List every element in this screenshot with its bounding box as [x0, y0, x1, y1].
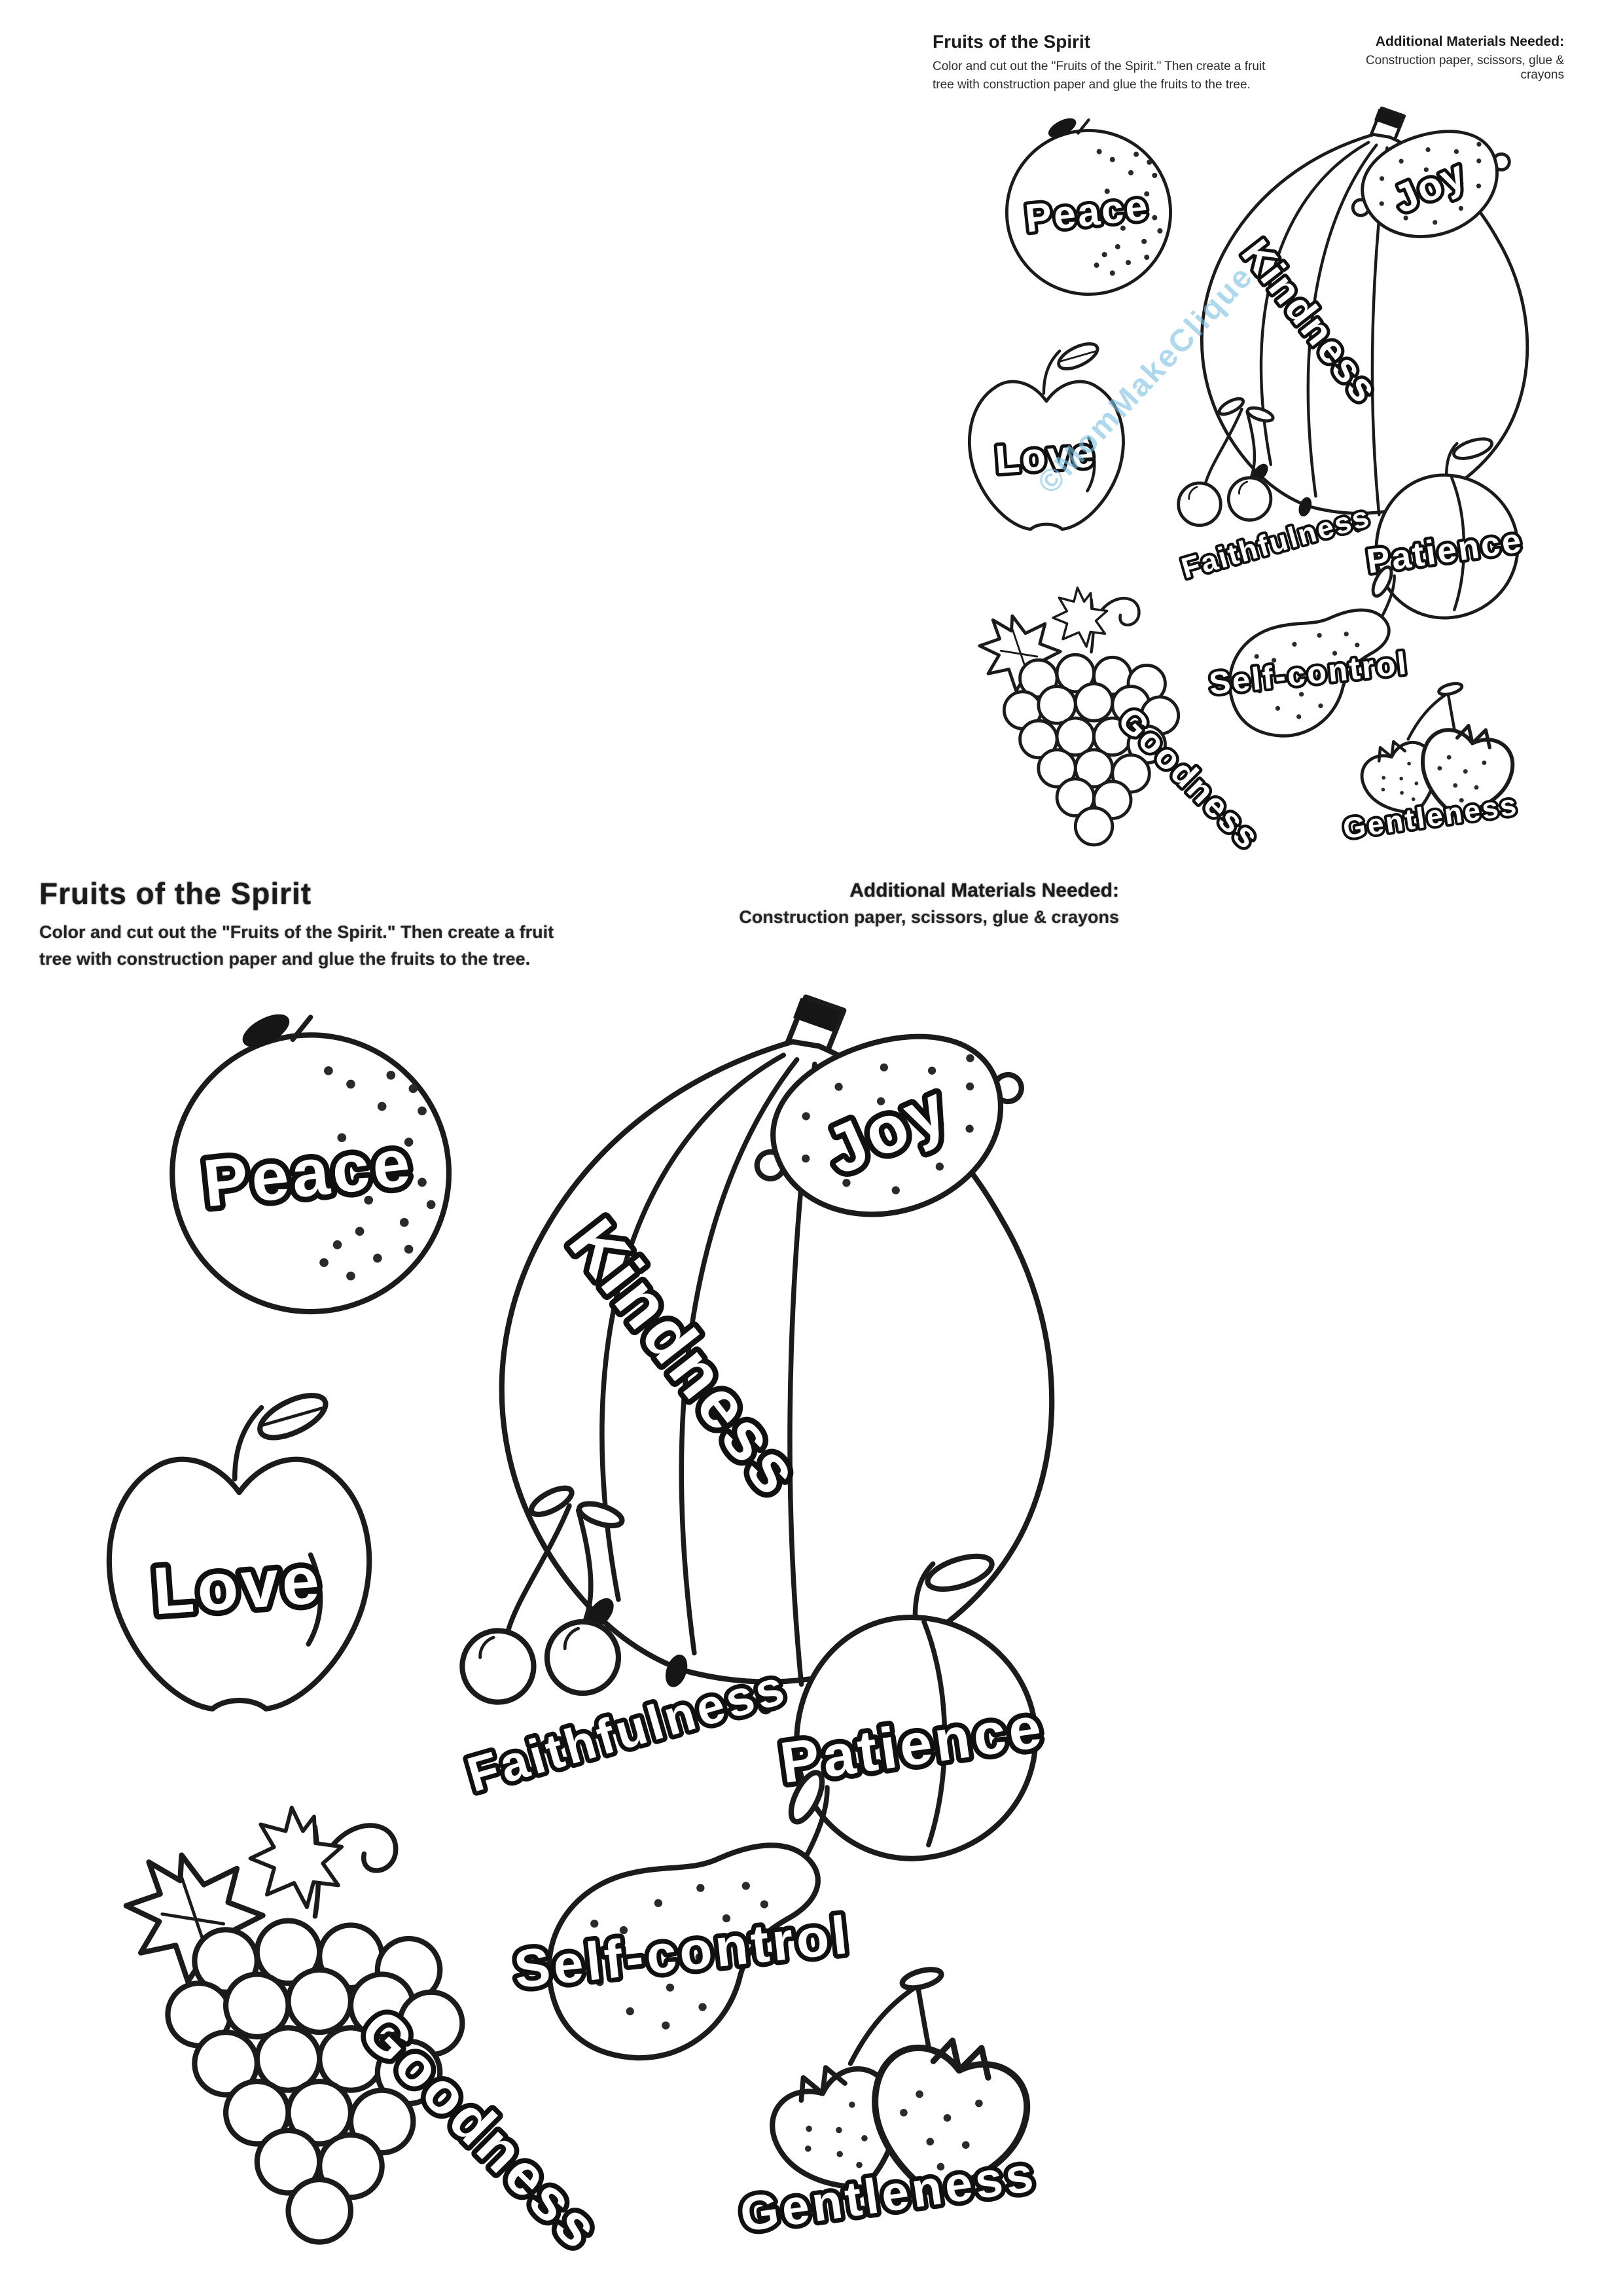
orange-drawing: Peace	[1005, 118, 1172, 296]
materials-text: Construction paper, scissors, glue & cra…	[1365, 54, 1564, 82]
grape-berries	[1002, 653, 1181, 847]
orange-drawing: Peace	[169, 1014, 452, 1315]
fruit-label-gentleness: Gentleness	[1341, 789, 1520, 845]
instructions-line2: tree with construction paper and glue th…	[933, 77, 1251, 92]
pear-drawing: Self-control	[507, 1770, 858, 2061]
worksheet-large-header: Fruits of the Spirit Color and cut out t…	[39, 876, 1119, 972]
worksheet-small: Fruits of the Spirit Color and cut out t…	[933, 31, 1564, 859]
lemon-drawing: Joy	[754, 1033, 1024, 1217]
strawberries-drawing: Gentleness	[732, 1967, 1044, 2246]
grape-berries	[165, 1918, 465, 2245]
materials-text: Construction paper, scissors, glue & cra…	[739, 907, 1119, 927]
fruits-scene-small-slot: Kindness Peace	[933, 100, 1551, 859]
grapes-drawing: Goodness	[123, 1805, 618, 2267]
apple-drawing: Love	[106, 1393, 372, 1712]
orange-stipple	[1094, 149, 1163, 276]
lemon-drawing: Joy	[1351, 130, 1511, 239]
materials-title: Additional Materials Needed:	[1375, 34, 1564, 49]
instructions-line2: tree with construction paper and glue th…	[39, 948, 531, 969]
lemon-stipple	[1379, 141, 1482, 225]
pear-stipple	[571, 1882, 769, 2030]
materials-title: Additional Materials Needed:	[849, 880, 1119, 901]
page-title: Fruits of the Spirit	[933, 31, 1091, 52]
grapes-drawing: Goodness	[978, 586, 1270, 859]
fruit-label-love: Love	[151, 1542, 325, 1629]
instructions-line1: Color and cut out the "Fruits of the Spi…	[933, 60, 1266, 73]
orange-stipple	[319, 1066, 436, 1281]
fruits-scene: Kindness Peace	[968, 106, 1529, 859]
apple-drawing: Love	[968, 342, 1125, 531]
fruit-label-love: Love	[994, 431, 1097, 482]
pear-drawing: Self-control	[1205, 565, 1413, 738]
page-title: Fruits of the Spirit	[39, 876, 312, 910]
fruit-label-gentleness: Gentleness	[737, 2146, 1040, 2242]
fruits-scene-large-slot: Kindness Peace	[39, 984, 1099, 2267]
worksheet-large: Fruits of the Spirit Color and cut out t…	[39, 876, 1119, 2267]
lemon-stipple	[802, 1054, 974, 1194]
worksheet-small-header: Fruits of the Spirit Color and cut out t…	[933, 31, 1564, 94]
strawberries-drawing: Gentleness	[1338, 682, 1523, 848]
pear-stipple	[1242, 632, 1360, 719]
instructions-line1: Color and cut out the "Fruits of the Spi…	[39, 922, 554, 942]
fruits-scene: Kindness Peace	[106, 994, 1055, 2267]
